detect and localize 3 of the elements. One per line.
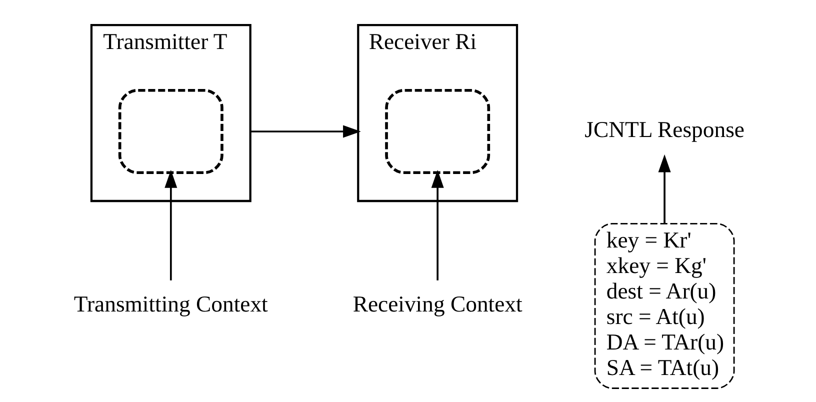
node-text: JCNTL Response — [584, 116, 744, 142]
node-text: Transmitting Context — [73, 291, 268, 316]
node-text: Receiving Context — [352, 291, 522, 316]
